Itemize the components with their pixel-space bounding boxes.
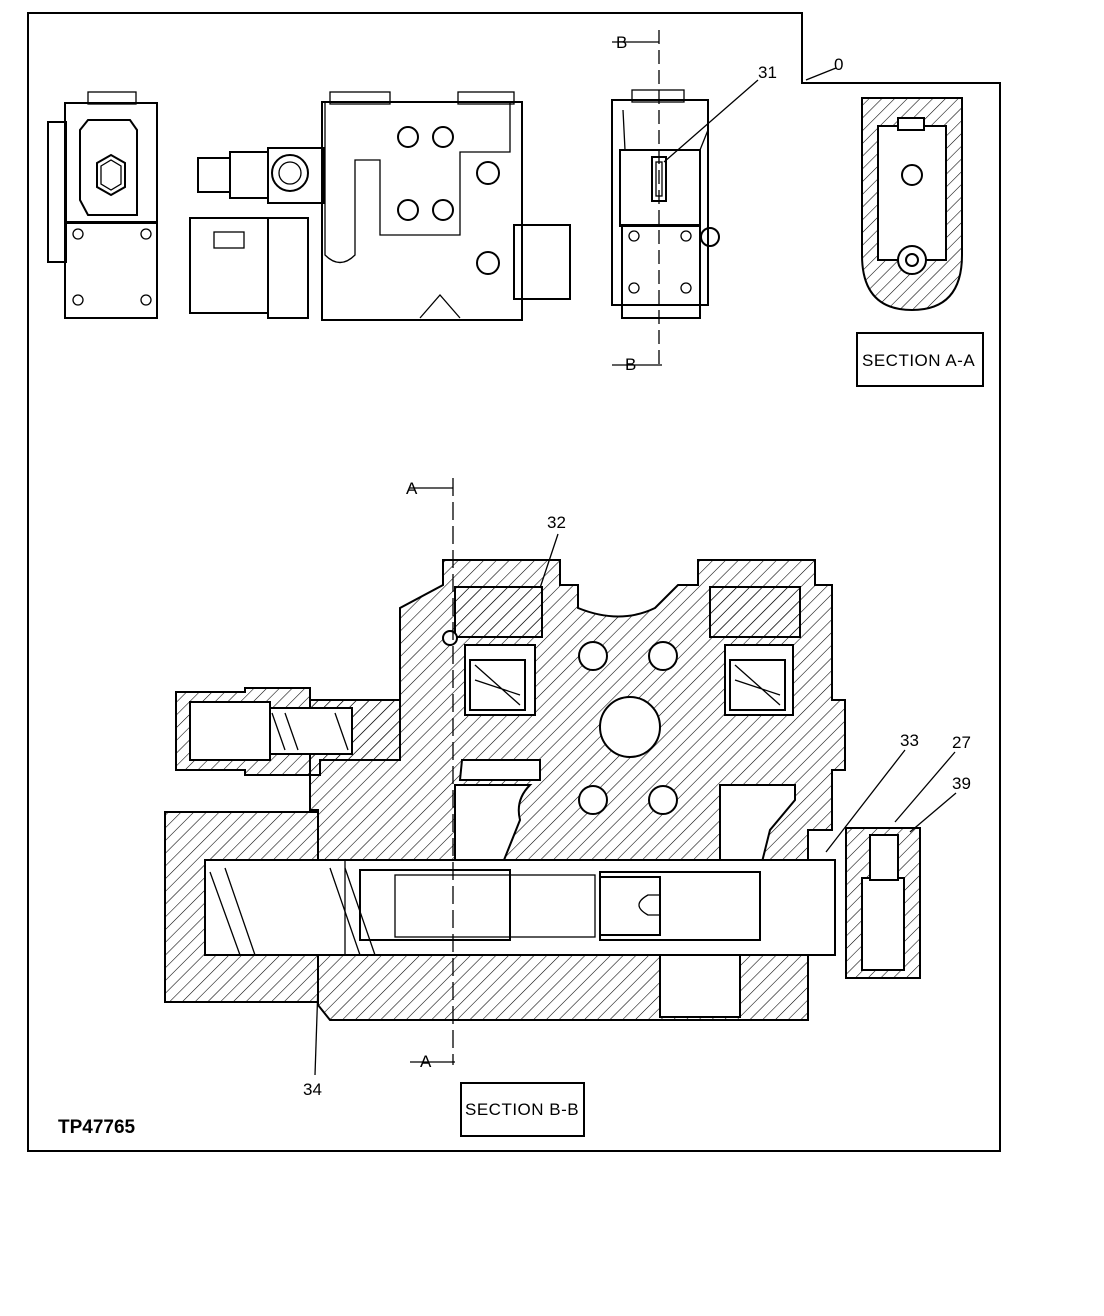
section-aa-box: [856, 332, 984, 387]
section-marker-b-bottom: B: [625, 355, 636, 374]
callout-39: 39: [952, 774, 971, 793]
section-marker-a-bottom: A: [420, 1052, 432, 1071]
section-aa-view: [861, 97, 963, 312]
front-view: [189, 91, 571, 321]
section-bb-box: [460, 1082, 585, 1137]
figure-code: TP47765: [58, 1117, 136, 1138]
section-aa-title: SECTION A-A: [862, 351, 975, 370]
side-view-right: [611, 30, 720, 366]
callout-32: 32: [547, 513, 566, 532]
section-marker-a-top: A: [406, 479, 418, 498]
callout-33: 33: [900, 731, 919, 750]
section-bb-title: SECTION B-B: [465, 1100, 579, 1119]
callout-27: 27: [952, 733, 971, 752]
section-marker-b-top: B: [616, 33, 627, 52]
leader-lines: [314, 67, 957, 1076]
callout-34: 34: [303, 1080, 322, 1099]
callout-31: 31: [758, 63, 777, 82]
page-frame: [27, 12, 1001, 1152]
side-view-left: [47, 91, 158, 319]
section-bb-view: [164, 478, 921, 1065]
callout-0: 0: [834, 55, 843, 74]
